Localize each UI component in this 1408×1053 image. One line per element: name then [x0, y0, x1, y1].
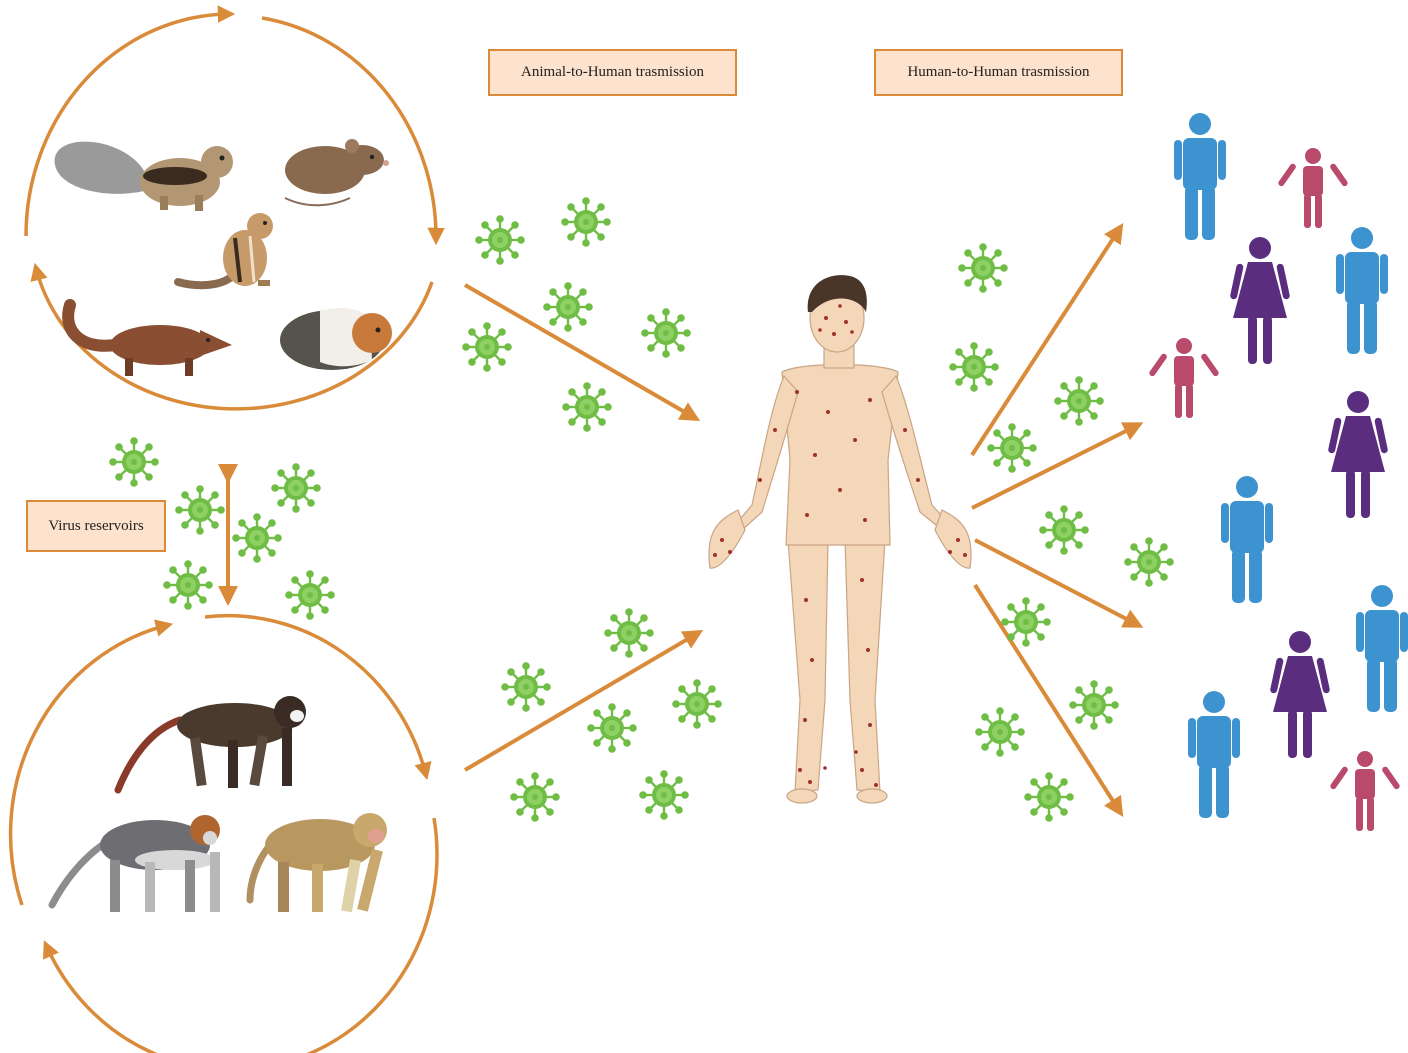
virus-icon — [233, 514, 280, 561]
virus-icon — [562, 198, 609, 245]
child-icon — [1148, 338, 1220, 418]
man-icon — [1221, 476, 1273, 603]
colobus-monkey-icon — [118, 696, 306, 790]
man-icon — [1336, 227, 1388, 354]
virus-icon — [1002, 598, 1049, 645]
macaque-icon — [250, 813, 387, 912]
man-icon — [1356, 585, 1408, 712]
woman-icon — [1328, 391, 1389, 518]
virus-reservoirs-label: Virus reservoirs — [26, 500, 166, 552]
virus-icon — [673, 680, 720, 727]
rodent-reservoir-group — [55, 139, 392, 376]
virus-icon — [176, 486, 223, 533]
woman-icon — [1270, 631, 1331, 758]
child-icon — [1277, 148, 1349, 228]
virus-icon — [640, 771, 687, 818]
man-icon — [1174, 113, 1226, 240]
animal-to-human-label: Animal-to-Human trasmission — [488, 49, 737, 96]
virus-icon — [1040, 506, 1087, 553]
virus-icon — [286, 571, 333, 618]
virus-icon — [950, 343, 997, 390]
red-colobus-monkey-icon — [52, 815, 220, 912]
virus-icon — [976, 708, 1023, 755]
mongoose-icon — [68, 305, 232, 376]
virus-icon — [544, 283, 591, 330]
virus-icon — [476, 216, 523, 263]
cycle-arrow — [262, 18, 436, 240]
rat-icon — [285, 139, 389, 205]
human-to-human-label: Human-to-Human trasmission — [874, 49, 1123, 96]
virus-icon — [588, 704, 635, 751]
primate-reservoir-group — [52, 696, 387, 912]
virus-icon — [110, 438, 157, 485]
virus-icon — [1125, 538, 1172, 585]
virus-icon — [463, 323, 510, 370]
virus-icon — [1025, 773, 1072, 820]
child-icon — [1329, 751, 1401, 831]
virus-icon — [502, 663, 549, 710]
virus-icon — [164, 561, 211, 608]
virus-icon — [511, 773, 558, 820]
virus-icon — [272, 464, 319, 511]
spread-arrow — [975, 540, 1138, 625]
virus-icon — [642, 309, 689, 356]
virus-icon — [988, 424, 1035, 471]
virus-icon — [959, 244, 1006, 291]
spread-arrow — [972, 228, 1120, 455]
woman-icon — [1230, 237, 1291, 364]
arrow-primate-to-human — [465, 633, 698, 770]
virus-icon — [605, 609, 652, 656]
cycle-arrow — [205, 616, 426, 775]
virus-icon — [563, 383, 610, 430]
animal-to-human-arrows — [465, 285, 698, 770]
chipmunk-icon — [178, 213, 273, 286]
squirrel-icon — [55, 142, 233, 211]
virus-icon — [1070, 681, 1117, 728]
infected-human-icon — [709, 275, 971, 803]
contact-population — [1148, 113, 1408, 831]
man-icon — [1188, 691, 1240, 818]
virus-icon — [1055, 377, 1102, 424]
